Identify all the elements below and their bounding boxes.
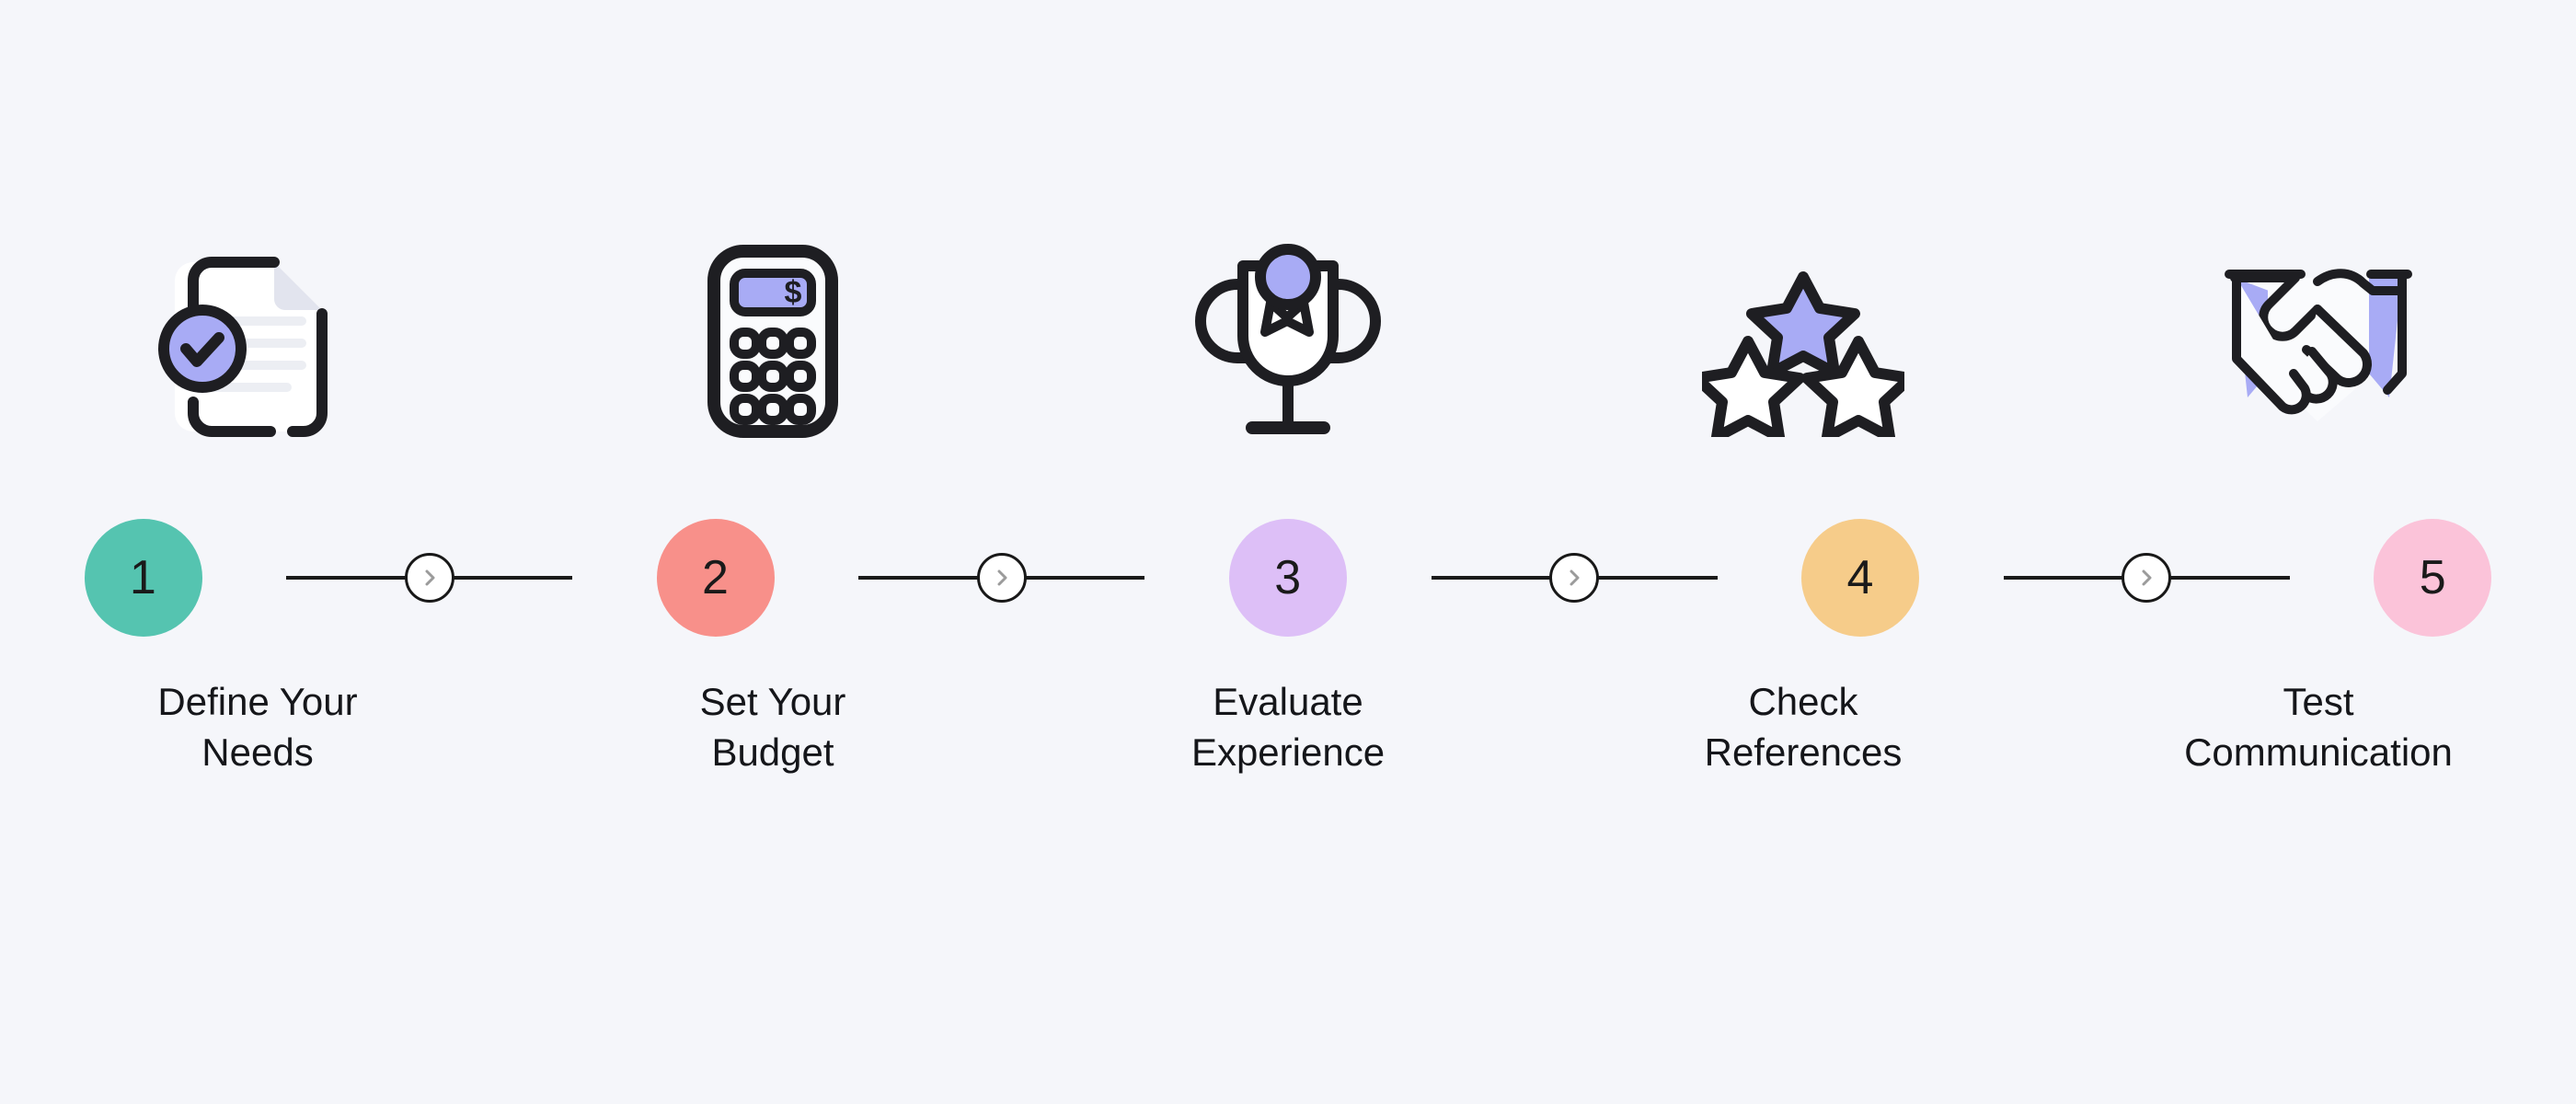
chevron-right-icon-2[interactable] xyxy=(976,553,1027,603)
step-label-4: Check References xyxy=(1704,680,1903,775)
step-label-cell-4: Check References xyxy=(1546,676,2061,778)
chevron-right-icon-3[interactable] xyxy=(1549,553,1600,603)
step-circle-5[interactable]: 5 xyxy=(2374,519,2492,637)
icon-cell-1 xyxy=(0,207,515,474)
handshake-icon xyxy=(2213,248,2424,432)
calculator-display-symbol: $ xyxy=(785,275,802,310)
step-label-cell-1: Define Your Needs xyxy=(0,676,515,778)
connector-1 xyxy=(286,519,573,637)
document-check-icon xyxy=(147,225,368,455)
step-circle-2[interactable]: 2 xyxy=(656,519,775,637)
step-label-3: Evaluate Experience xyxy=(1190,680,1386,775)
icon-cell-5 xyxy=(2061,207,2576,474)
step-circle-1[interactable]: 1 xyxy=(84,519,202,637)
step-circle-4[interactable]: 4 xyxy=(1801,519,1920,637)
connector-2 xyxy=(858,519,1145,637)
three-stars-icon xyxy=(1702,244,1904,437)
chevron-right-icon-1[interactable] xyxy=(404,553,454,603)
step-node-3[interactable]: 3 xyxy=(1144,519,1431,637)
step-label-cell-2: Set Your Budget xyxy=(515,676,1030,778)
label-row: Define Your Needs Set Your Budget Evalua… xyxy=(0,676,2576,778)
icon-cell-3 xyxy=(1030,207,1546,474)
step-label-1: Define Your Needs xyxy=(157,680,358,775)
calculator-icon: $ xyxy=(681,225,865,455)
timeline-track: 1 2 3 xyxy=(0,518,2576,638)
connector-3 xyxy=(1431,519,1718,637)
step-node-1[interactable]: 1 xyxy=(0,519,286,637)
step-label-2: Set Your Budget xyxy=(699,680,846,775)
step-label-cell-3: Evaluate Experience xyxy=(1030,676,1546,778)
icon-row: $ xyxy=(0,207,2576,474)
icon-cell-2: $ xyxy=(515,207,1030,474)
step-label-5: Test Communication xyxy=(2184,680,2453,775)
step-label-cell-5: Test Communication xyxy=(2061,676,2576,778)
step-circle-3[interactable]: 3 xyxy=(1228,519,1347,637)
step-node-4[interactable]: 4 xyxy=(1718,519,2004,637)
chevron-right-icon-4[interactable] xyxy=(2122,553,2172,603)
trophy-icon xyxy=(1182,225,1394,455)
step-node-5[interactable]: 5 xyxy=(2290,519,2576,637)
step-node-2[interactable]: 2 xyxy=(572,519,858,637)
icon-cell-4 xyxy=(1546,207,2061,474)
connector-4 xyxy=(2003,519,2290,637)
